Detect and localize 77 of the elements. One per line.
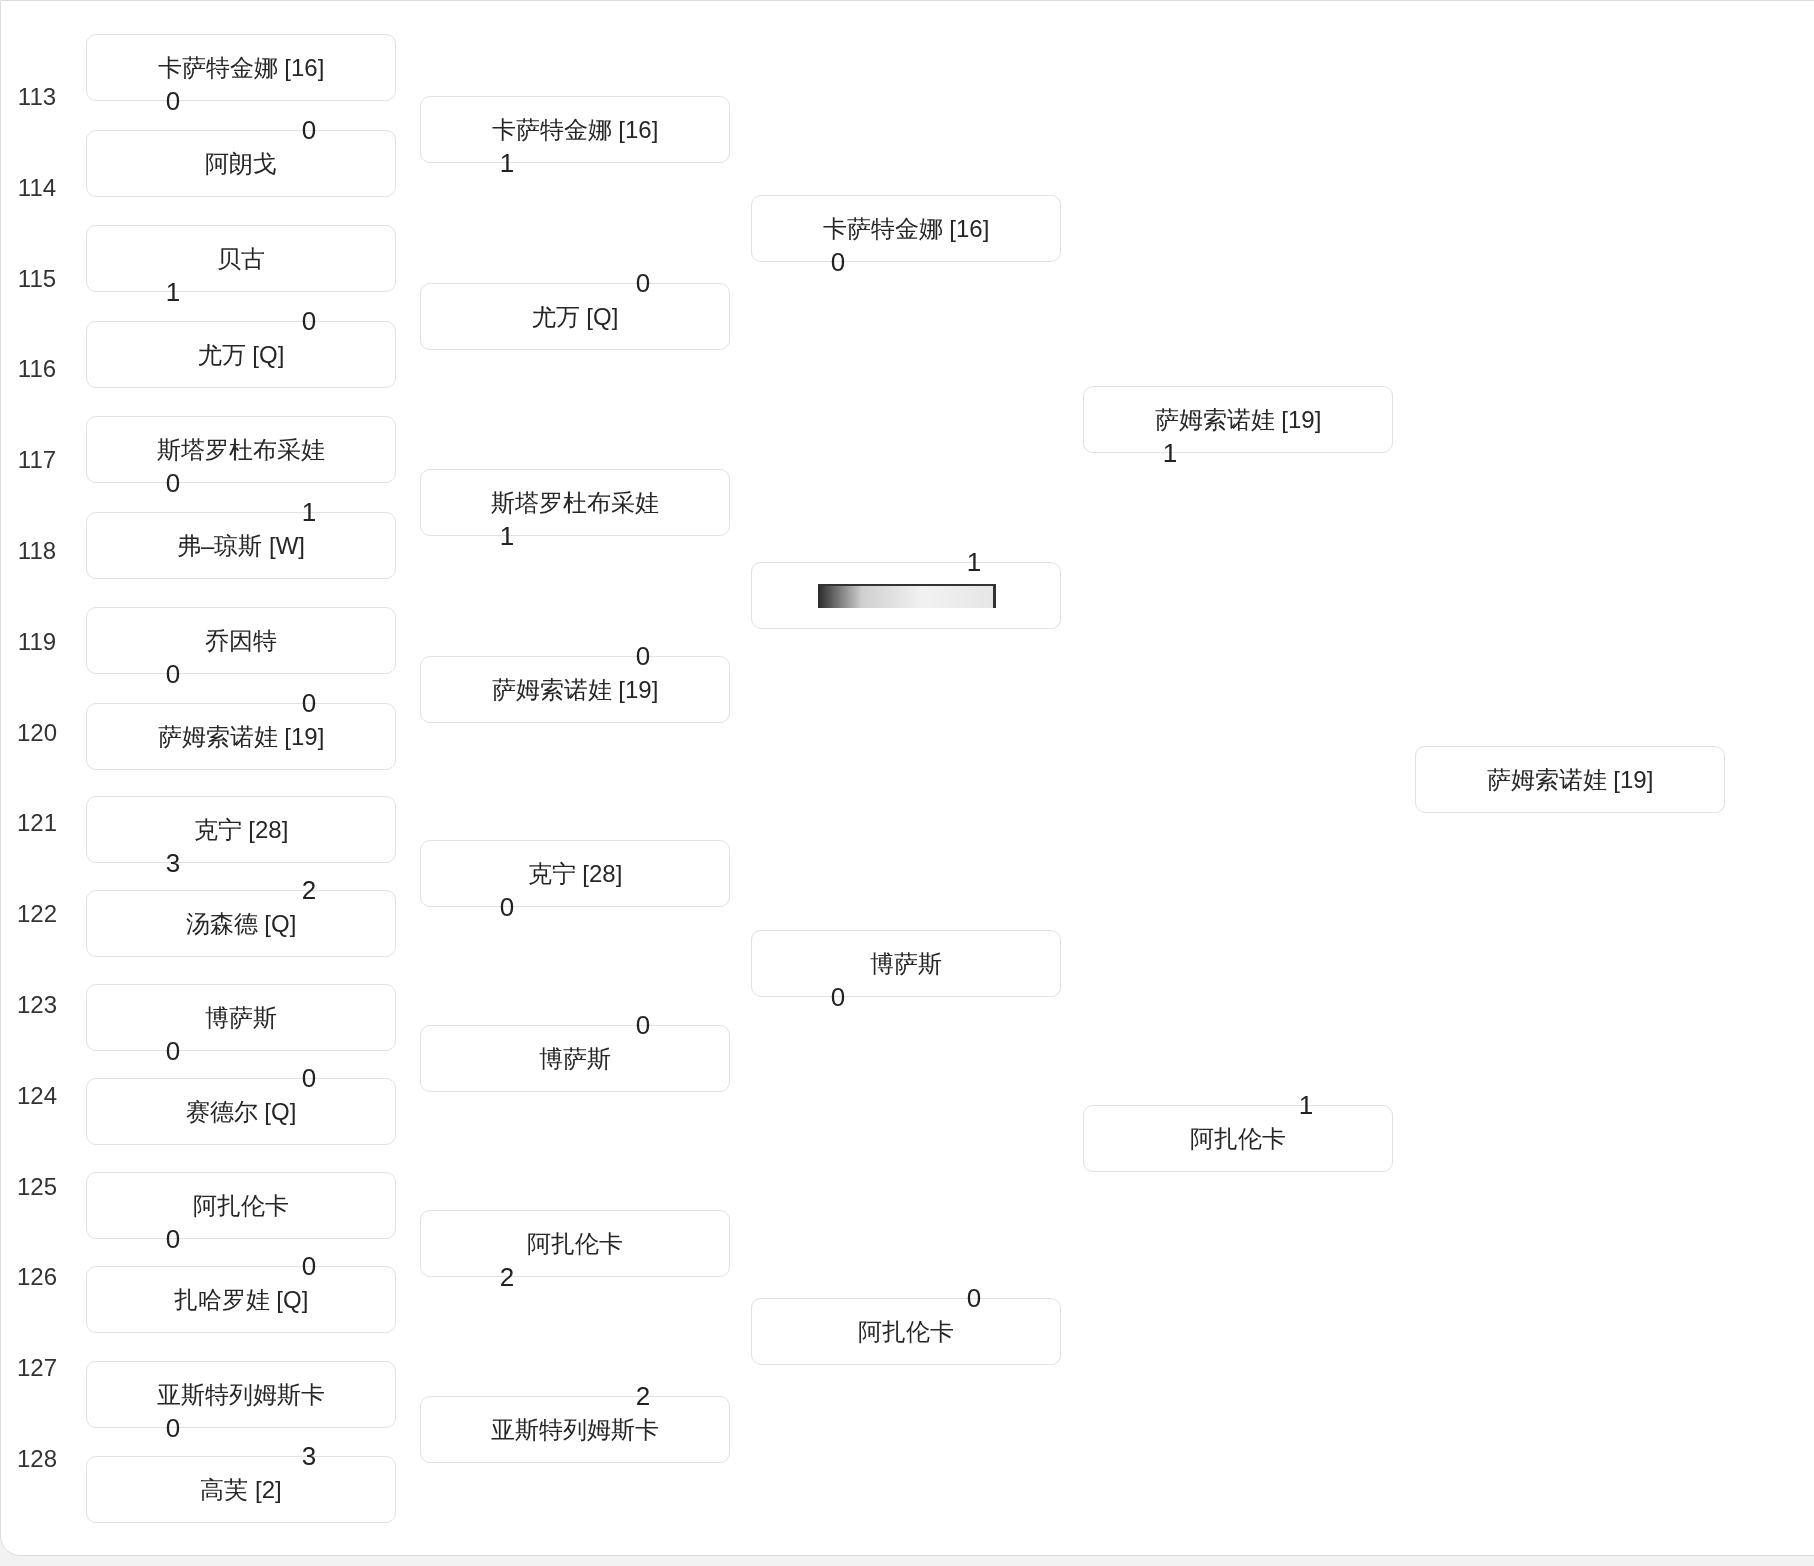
- player-name: 卡萨特金娜 [16]: [822, 213, 990, 244]
- score: 1: [1298, 1092, 1314, 1118]
- score: 2: [301, 877, 317, 903]
- player-name: 萨姆索诺娃 [19]: [1486, 764, 1654, 795]
- player-name: 萨姆索诺娃 [19]: [157, 721, 325, 752]
- player-name: 博萨斯: [539, 1043, 611, 1074]
- draw-number: 127: [17, 1356, 57, 1381]
- player-name: 卡萨特金娜 [16]: [491, 114, 659, 145]
- score: 3: [301, 1443, 317, 1469]
- draw-number: 118: [17, 539, 57, 563]
- player-name: 萨姆索诺娃 [19]: [491, 674, 659, 705]
- player-name: 阿朗戈: [205, 148, 277, 179]
- score: 0: [301, 308, 317, 334]
- draw-number: 117: [17, 448, 57, 473]
- player-name: 高芙 [2]: [200, 1474, 282, 1505]
- player-name: 阿扎伦卡: [1190, 1123, 1286, 1154]
- player-name: 赛德尔 [Q]: [185, 1096, 297, 1127]
- player-box: [1415, 746, 1725, 813]
- player-name: 汤森德 [Q]: [185, 908, 297, 939]
- score: 0: [635, 270, 651, 296]
- score: 0: [165, 661, 181, 687]
- player-name: 尤万 [Q]: [197, 339, 285, 370]
- draw-number: 126: [17, 1265, 57, 1290]
- score: 3: [165, 850, 181, 876]
- player-name: 亚斯特列姆斯卡: [157, 1379, 325, 1410]
- player-name: 克宁 [28]: [527, 858, 623, 889]
- player-name: 博萨斯: [870, 948, 942, 979]
- score: 0: [165, 470, 181, 496]
- score: 0: [301, 690, 317, 716]
- player-name: 扎哈罗娃 [Q]: [173, 1284, 309, 1315]
- player-name: 萨姆索诺娃 [19]: [1154, 404, 1322, 435]
- player-name: 阿扎伦卡: [527, 1228, 623, 1259]
- player-name: 贝古: [217, 243, 265, 274]
- player-name: 阿扎伦卡: [193, 1190, 289, 1221]
- draw-number: 123: [17, 993, 57, 1017]
- score: 0: [635, 643, 651, 669]
- player-name: 弗–琼斯 [W]: [177, 530, 305, 561]
- player-name: 卡萨特金娜 [16]: [157, 52, 325, 83]
- score: 0: [301, 1253, 317, 1279]
- score: 0: [966, 1285, 982, 1311]
- player-name: 尤万 [Q]: [531, 301, 619, 332]
- draw-number: 115: [17, 266, 57, 291]
- score: 0: [165, 1226, 181, 1252]
- score: 2: [635, 1383, 651, 1409]
- player-name: 斯塔罗杜布采娃: [491, 487, 659, 518]
- player-name: 克宁 [28]: [193, 814, 289, 845]
- score: 1: [966, 549, 982, 575]
- score: 0: [635, 1012, 651, 1038]
- score: 0: [301, 1065, 317, 1091]
- score: 2: [499, 1264, 515, 1290]
- score: 0: [165, 88, 181, 114]
- score: 1: [499, 150, 515, 176]
- score: 1: [1162, 440, 1178, 466]
- draw-number: 114: [17, 175, 57, 200]
- player-name: 博萨斯: [205, 1002, 277, 1033]
- draw-number: 116: [17, 357, 57, 382]
- draw-number: 120: [17, 720, 57, 745]
- draw-number: 113: [17, 85, 57, 109]
- draw-number: 124: [17, 1083, 57, 1108]
- score: 0: [165, 1415, 181, 1441]
- score: 1: [499, 523, 515, 549]
- player-name: 斯塔罗杜布采娃: [157, 434, 325, 465]
- score: 0: [499, 894, 515, 920]
- draw-number: 119: [17, 629, 57, 654]
- player-name: 阿扎伦卡: [858, 1316, 954, 1347]
- score: 0: [301, 117, 317, 143]
- draw-number: 121: [17, 811, 57, 836]
- draw-number: 122: [17, 902, 57, 927]
- player-name: 乔因特: [205, 625, 277, 656]
- player-name: 亚斯特列姆斯卡: [491, 1414, 659, 1445]
- draw-number: 125: [17, 1174, 57, 1199]
- draw-number: 128: [17, 1447, 57, 1471]
- score: 1: [165, 279, 181, 305]
- score: 0: [830, 249, 846, 275]
- score: 1: [301, 499, 317, 525]
- score: 0: [830, 984, 846, 1010]
- score: 0: [165, 1038, 181, 1064]
